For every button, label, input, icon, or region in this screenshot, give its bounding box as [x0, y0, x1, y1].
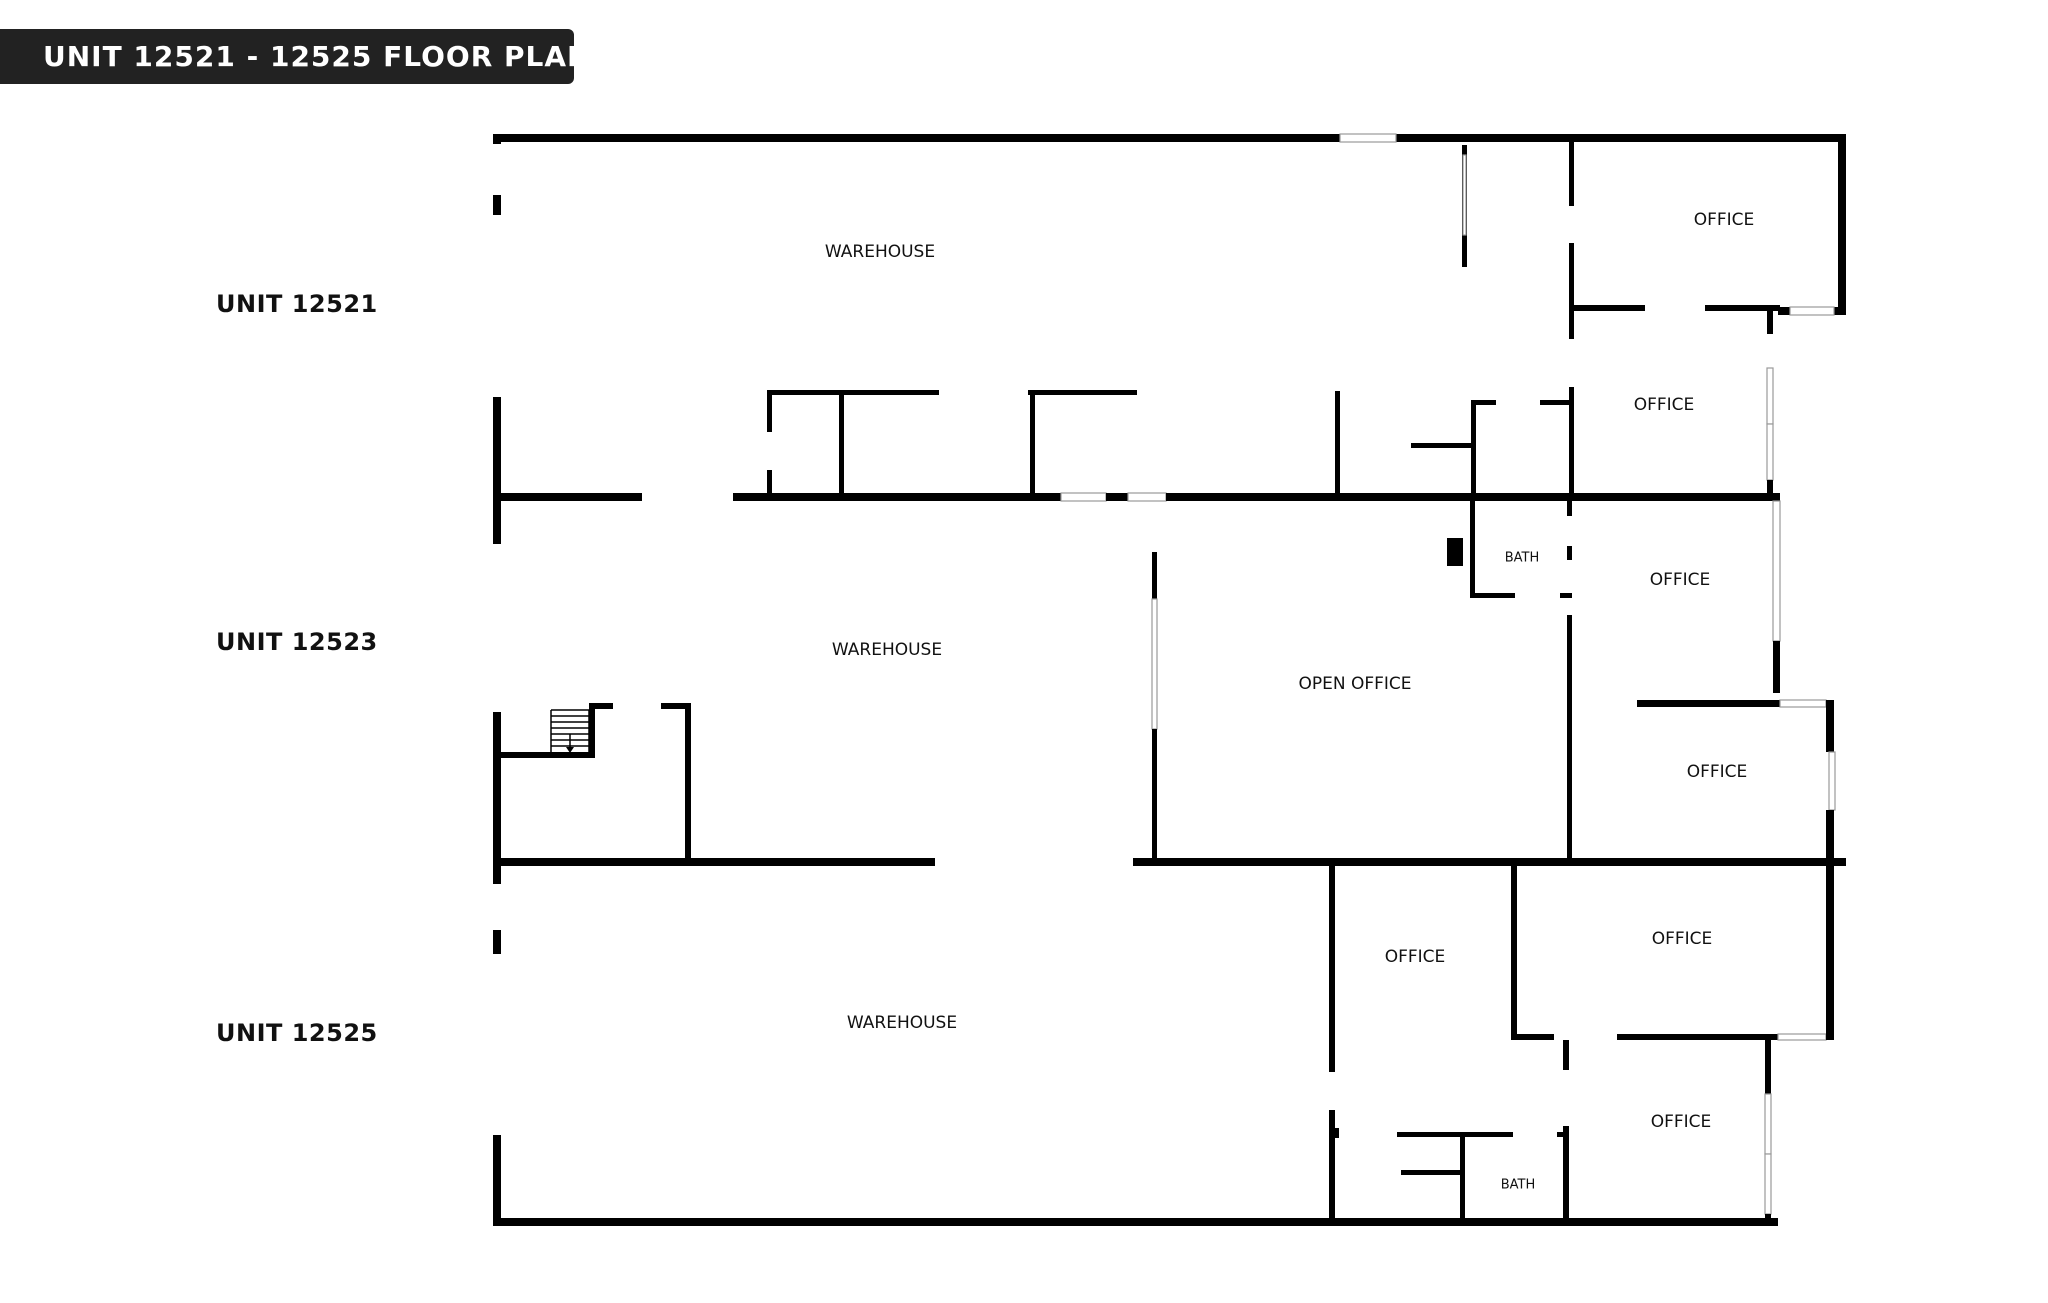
stair-icon — [550, 709, 590, 753]
unit-12521-walls — [767, 142, 1780, 497]
unit-label-12525: UNIT 12525 — [216, 1019, 378, 1047]
unit-separators — [493, 492, 1846, 866]
unit-label-12521: UNIT 12521 — [216, 290, 378, 318]
room-label-u1-warehouse: WAREHOUSE — [825, 242, 935, 262]
window-right-step — [1789, 306, 1835, 316]
room-label-u2-office-a: OFFICE — [1650, 570, 1711, 590]
room-label-u2-open-office: OPEN OFFICE — [1298, 674, 1411, 694]
window-top — [1339, 133, 1397, 143]
room-label-u3-office-a: OFFICE — [1385, 947, 1446, 967]
room-label-u3-warehouse: WAREHOUSE — [847, 1013, 957, 1033]
room-label-u3-bath: BATH — [1501, 1178, 1536, 1193]
fixture-block — [1447, 538, 1463, 566]
room-label-u2-warehouse: WAREHOUSE — [832, 640, 942, 660]
room-labels: WAREHOUSE OFFICE OFFICE WAREHOUSE OPEN O… — [825, 210, 1754, 1193]
room-label-u2-office-b: OFFICE — [1687, 762, 1748, 782]
bottom-wall — [493, 1218, 1778, 1226]
top-wall — [493, 134, 1846, 142]
unit-12525-walls — [1329, 866, 1834, 1226]
room-label-u3-office-c: OFFICE — [1651, 1112, 1712, 1132]
exterior-walls — [493, 133, 1846, 1226]
room-label-u1-office-b: OFFICE — [1634, 395, 1695, 415]
unit-12523-walls — [501, 500, 1836, 866]
right-wall-upper — [1838, 134, 1846, 315]
unit-label-12523: UNIT 12523 — [216, 628, 378, 656]
room-label-u1-office-a: OFFICE — [1694, 210, 1755, 230]
room-label-u2-bath: BATH — [1505, 551, 1540, 566]
room-label-u3-office-b: OFFICE — [1652, 929, 1713, 949]
plan-title: UNIT 12521 - 12525 FLOOR PLAN — [0, 29, 590, 84]
